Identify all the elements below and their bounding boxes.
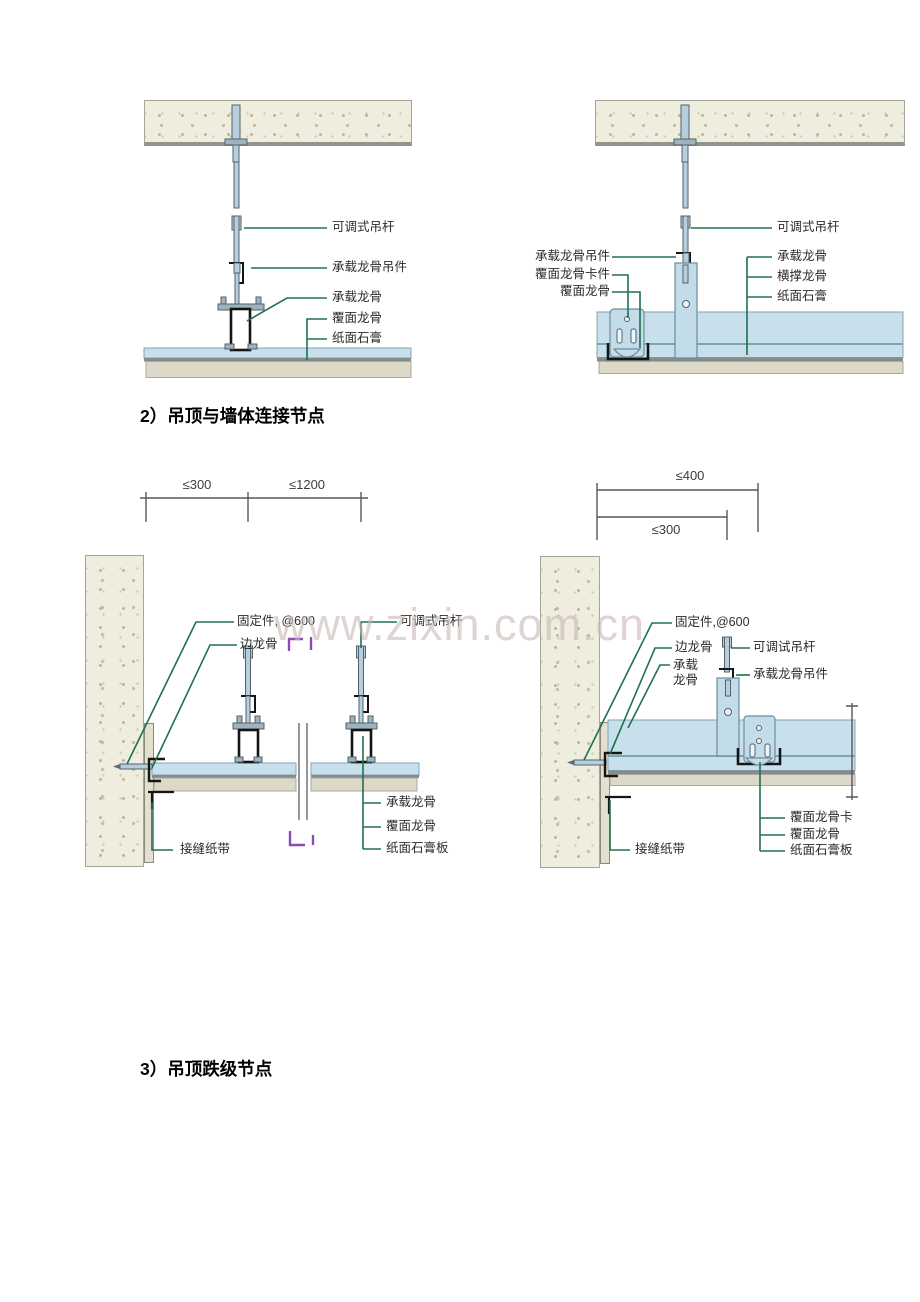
label-gypsum: 纸面石膏 [777, 289, 828, 303]
label-furring-clip: 覆面龙骨卡 [790, 810, 853, 824]
label-furring-channel: 覆面龙骨 [559, 284, 610, 298]
dim-400: ≤400 [675, 468, 705, 483]
label-adjustable-rod: 可调式吊杆 [400, 614, 463, 628]
label-furring-channel: 覆面龙骨 [386, 819, 437, 833]
label-furring-channel: 覆面龙骨 [332, 311, 383, 325]
label-fixing: 固定件,@600 [675, 615, 750, 629]
label-adjustable-rod: 可调式吊杆 [777, 220, 840, 234]
figure-wall-connection-2: ≤400 ≤300 固定件,@600 边龙骨 承载龙骨 可调试吊杆 承载龙骨吊件… [535, 460, 920, 880]
label-fixing: 固定件, @600 [237, 614, 315, 628]
furring-channel-layer [143, 347, 412, 359]
gypsum-board-layer [598, 361, 904, 374]
label-carrier-hanger: 承载龙骨吊件 [753, 667, 829, 681]
label-edge-keel: 边龙骨 [240, 637, 278, 651]
figure-3-linework [113, 492, 420, 851]
carrier-post [716, 677, 740, 757]
label-adjustable-rod: 可调试吊杆 [753, 640, 816, 654]
label-gypsum-board: 纸面石膏板 [790, 843, 853, 857]
label-gypsum: 纸面石膏 [332, 331, 383, 345]
dim-300: ≤300 [182, 477, 212, 492]
label-edge-keel: 边龙骨 [675, 640, 713, 654]
carrier-hanger-fitting [233, 262, 241, 274]
label-furring-clip: 覆面龙骨卡件 [534, 267, 610, 281]
wall-board-strip [600, 722, 610, 864]
carrier-hanger-fitting [682, 252, 690, 264]
concrete-slab [595, 100, 905, 146]
label-furring-channel: 覆面龙骨 [790, 827, 841, 841]
dim-1200: ≤1200 [288, 477, 326, 492]
gypsum-board-layer [145, 361, 412, 378]
figure-wall-connection-1: ≤300 ≤1200 固定件, @600 边龙骨 可调式吊杆 承载龙骨 覆面龙骨… [80, 465, 520, 880]
hanger-rod [233, 161, 240, 209]
label-joint-tape: 接缝纸带 [180, 842, 231, 856]
figure-ceiling-detail-2: 承载龙骨吊件 覆面龙骨卡件 覆面龙骨 可调式吊杆 承载龙骨 横撑龙骨 纸面石膏 [500, 95, 920, 385]
section-heading-3: 3）吊顶跌级节点 [140, 1059, 273, 1079]
figure-1-linework [143, 104, 412, 378]
figure-ceiling-detail-1: 可调式吊杆 承载龙骨吊件 承载龙骨 覆面龙骨 纸面石膏 [85, 95, 505, 385]
label-adjustable-rod: 可调式吊杆 [332, 220, 395, 234]
figure-4-linework [567, 483, 858, 852]
hanger-rod [682, 161, 689, 209]
concrete-slab [144, 100, 412, 146]
carrier-post [674, 262, 698, 359]
label-carrier-hanger: 承载龙骨吊件 [332, 260, 408, 274]
section-heading-2: 2）吊顶与墙体连接节点 [140, 406, 325, 426]
carrier-layer [596, 311, 904, 345]
fixing-screw [119, 763, 153, 770]
label-gypsum-board: 纸面石膏板 [386, 841, 449, 855]
concrete-wall [540, 556, 600, 868]
figure-2-linework [596, 104, 904, 374]
purple-annotation-top [287, 637, 313, 651]
label-joint-tape: 接缝纸带 [635, 842, 686, 856]
label-carrier-channel: 承载龙骨 [673, 658, 699, 687]
fixing-screw [573, 759, 607, 766]
label-carrier-hanger: 承载龙骨吊件 [534, 249, 610, 263]
concrete-wall [85, 555, 144, 867]
dim-300: ≤300 [651, 522, 681, 537]
label-carrier-channel: 承载龙骨 [386, 795, 437, 809]
carrier-channel [229, 307, 252, 352]
label-carrier-channel: 承载龙骨 [332, 290, 383, 304]
edge-keel [603, 751, 622, 778]
label-cross-brace: 横撑龙骨 [777, 269, 828, 283]
purple-annotation-bottom [288, 831, 315, 847]
label-carrier-channel: 承载龙骨 [777, 249, 828, 263]
